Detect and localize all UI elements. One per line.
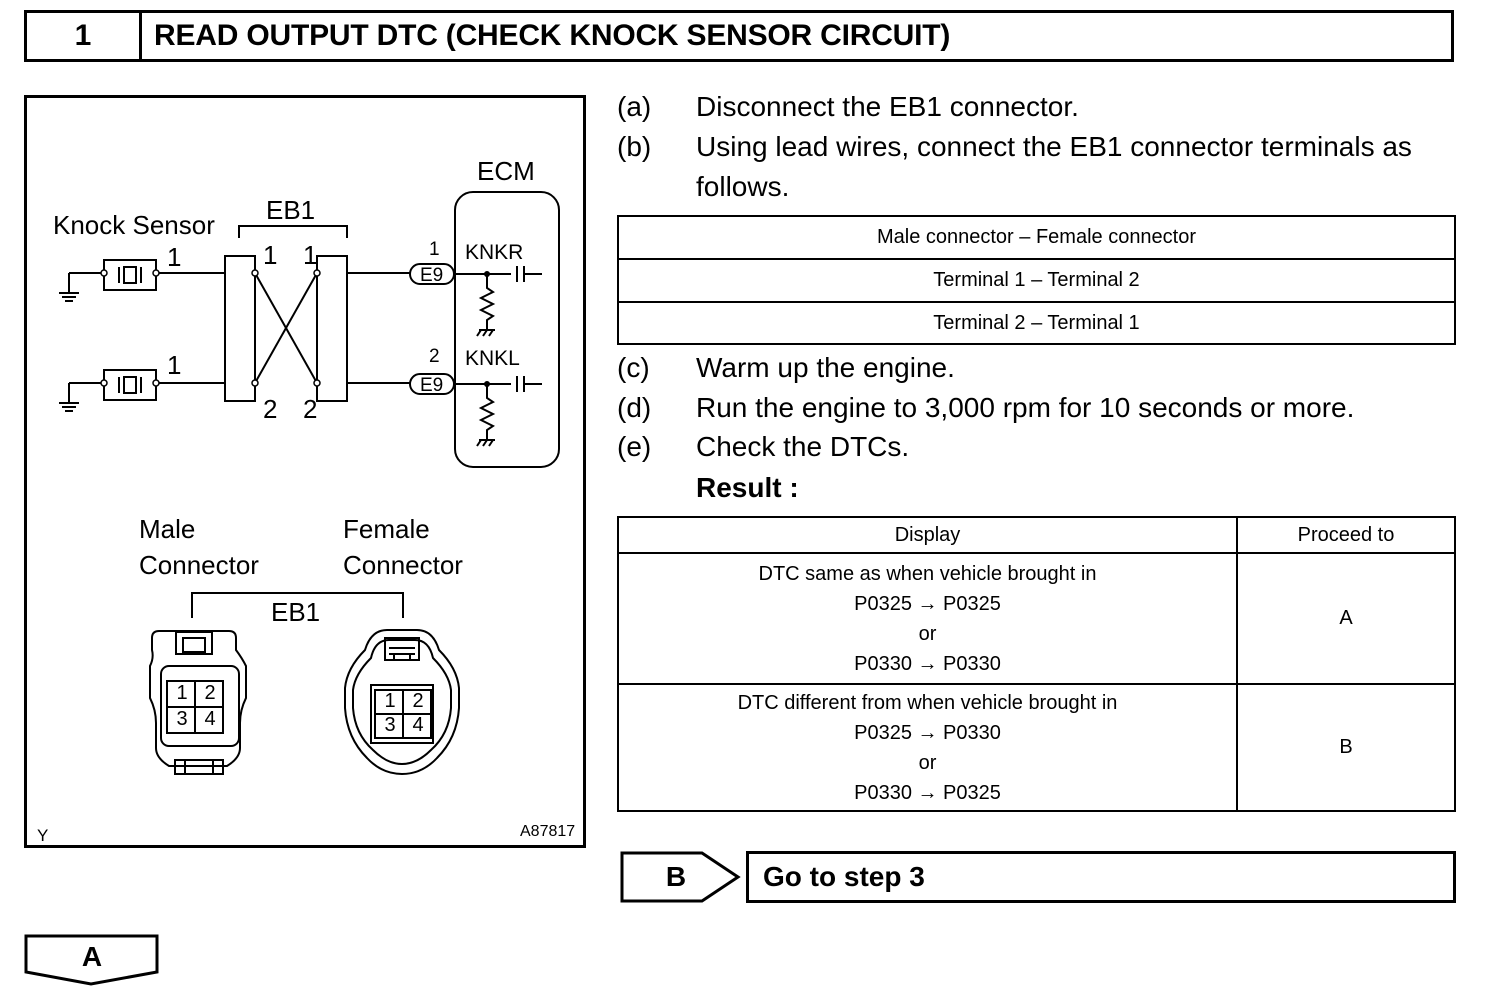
male-connector-label-line1: Male xyxy=(139,514,196,544)
corner-code: Y xyxy=(37,826,49,845)
go-to-step-3[interactable]: Go to step 3 xyxy=(746,851,1456,903)
connection-table-header: Male connector – Female connector xyxy=(617,215,1456,260)
connection-table: Male connector – Female connector Termin… xyxy=(617,215,1456,345)
result-row-1-line-3: or xyxy=(918,622,937,645)
wiring-diagram-svg xyxy=(59,191,560,776)
next-step-b-label: B xyxy=(665,861,687,892)
female-pin-2: 2 xyxy=(412,690,424,712)
female-pin-3: 3 xyxy=(384,714,396,736)
next-step-a-label: A xyxy=(81,941,103,972)
knkl-label: KNKL xyxy=(465,347,520,370)
ecm-pin-top: 1 xyxy=(429,239,440,260)
step-number: 1 xyxy=(27,13,142,59)
ecm-box xyxy=(454,191,560,468)
step-b-text-line2: follows. xyxy=(696,171,790,202)
step-a-letter: (a) xyxy=(617,91,652,122)
result-table: Display Proceed to DTC same as when vehi… xyxy=(617,516,1456,812)
male-connector-housing xyxy=(149,630,247,767)
result-row-1-display: DTC same as when vehicle brought in P032… xyxy=(617,552,1238,685)
sensor-pin-bottom: 1 xyxy=(167,350,182,380)
ground-symbol-top xyxy=(59,273,79,302)
result-row-2-proceed: B xyxy=(1236,683,1456,812)
step-a-text: Disconnect the EB1 connector. xyxy=(696,91,1079,122)
female-connector-label-line1: Female xyxy=(343,514,430,544)
step-d-text: Run the engine to 3,000 rpm for 10 secon… xyxy=(696,392,1355,423)
male-pin-3: 3 xyxy=(176,708,188,730)
result-row-1-line-1: DTC same as when vehicle brought in xyxy=(758,562,1097,585)
next-step-b-arrow[interactable]: B xyxy=(620,851,742,908)
step-e-text: Check the DTCs. xyxy=(696,431,910,462)
ecm-conn-bottom-label: E9 xyxy=(420,375,444,396)
step-e-letter: (e) xyxy=(617,431,652,462)
male-pin-4: 4 xyxy=(204,708,216,730)
result-row-2-line-1: DTC different from when vehicle brought … xyxy=(737,691,1118,714)
eb1-pin-left-top: 1 xyxy=(263,240,278,270)
next-step-a-arrow[interactable]: A xyxy=(24,934,160,991)
result-row-2-line-4: P0330 → P0325 xyxy=(854,781,1001,804)
step-header: 1 READ OUTPUT DTC (CHECK KNOCK SENSOR CI… xyxy=(24,10,1454,62)
eb1-pin-right-top: 1 xyxy=(303,240,318,270)
male-pin-2: 2 xyxy=(204,682,216,704)
table-row: DTC different from when vehicle brought … xyxy=(617,683,1456,812)
eb1-label: EB1 xyxy=(266,195,316,225)
step-c-letter: (c) xyxy=(617,352,650,383)
wiring-diagram-figure: ECM Knock Sensor EB1 1 1 1 1 2 2 1 2 E9 … xyxy=(24,95,586,848)
female-pin-1: 1 xyxy=(384,690,396,712)
sensor-pin-top: 1 xyxy=(167,242,182,272)
result-row-2-line-3: or xyxy=(918,751,937,774)
connection-row-1: Terminal 1 – Terminal 2 xyxy=(617,258,1456,303)
eb1-connector-right xyxy=(316,255,348,402)
eb1-pin-right-bottom: 2 xyxy=(303,394,318,424)
result-row-1-line-2: P0325 → P0325 xyxy=(854,592,1001,615)
result-row-2-display: DTC different from when vehicle brought … xyxy=(617,683,1238,812)
connector-eb1-label: EB1 xyxy=(271,597,321,627)
ground-symbol-bottom xyxy=(59,383,79,412)
step-title: READ OUTPUT DTC (CHECK KNOCK SENSOR CIRC… xyxy=(154,19,951,52)
step-b-letter: (b) xyxy=(617,131,652,162)
step-c-text: Warm up the engine. xyxy=(696,352,955,383)
result-header-proceed: Proceed to xyxy=(1236,516,1456,554)
male-pin-1: 1 xyxy=(176,682,188,704)
result-header-display: Display xyxy=(617,516,1238,554)
connector-eb1-bracket xyxy=(191,592,404,618)
result-row-2-line-2: P0325 → P0330 xyxy=(854,721,1001,744)
knkr-label: KNKR xyxy=(465,241,524,264)
table-row: DTC same as when vehicle brought in P032… xyxy=(617,552,1456,685)
down-arrow-tab-icon xyxy=(24,934,159,986)
figure-id: A87817 xyxy=(520,823,576,840)
result-row-1-proceed: A xyxy=(1236,552,1456,685)
ecm-label: ECM xyxy=(477,156,535,186)
ecm-pin-bottom: 2 xyxy=(429,346,440,367)
connection-row-2: Terminal 2 – Terminal 1 xyxy=(617,301,1456,345)
eb1-connector-left xyxy=(224,255,256,402)
eb1-bracket xyxy=(238,225,348,238)
cross-wire-2 xyxy=(254,272,318,384)
step-b-text: Using lead wires, connect the EB1 connec… xyxy=(696,131,1412,162)
knock-sensor-label: Knock Sensor xyxy=(53,210,215,240)
female-connector-label-line2: Connector xyxy=(343,550,463,580)
eb1-pin-left-bottom: 2 xyxy=(263,394,278,424)
female-connector-housing xyxy=(344,629,460,776)
knock-sensor-top xyxy=(103,259,157,291)
arrow-tab-icon xyxy=(620,851,741,903)
male-connector-label-line2: Connector xyxy=(139,550,259,580)
ecm-conn-top-label: E9 xyxy=(420,265,444,286)
female-pin-4: 4 xyxy=(412,714,424,736)
result-label: Result : xyxy=(696,472,799,503)
knock-sensor-bottom xyxy=(103,369,157,401)
result-row-1-line-4: P0330 → P0330 xyxy=(854,652,1001,675)
step-d-letter: (d) xyxy=(617,392,652,423)
